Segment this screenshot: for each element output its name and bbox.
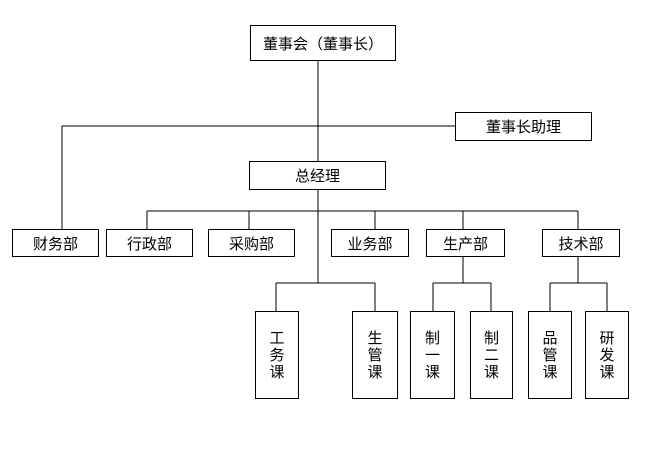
admin-dept-node: 行政部 (106, 229, 193, 257)
mfg2-section-node: 制二课 (470, 311, 513, 399)
mfg1-section-node: 制一课 (410, 311, 455, 399)
rnd-section-node: 研发课 (585, 311, 629, 399)
purchasing-dept-node: 采购部 (208, 229, 295, 257)
assistant-node: 董事长助理 (455, 112, 592, 141)
prodctrl-section-node: 生管课 (352, 311, 398, 399)
technology-dept-node: 技术部 (542, 229, 620, 257)
board-node: 董事会（董事长） (250, 25, 396, 61)
quality-section-node: 品管课 (528, 311, 572, 399)
production-dept-node: 生产部 (426, 229, 505, 257)
finance-dept-node: 财务部 (12, 229, 99, 257)
engineering-section-node: 工务课 (255, 311, 299, 399)
business-dept-node: 业务部 (331, 229, 409, 257)
gm-node: 总经理 (249, 161, 386, 190)
